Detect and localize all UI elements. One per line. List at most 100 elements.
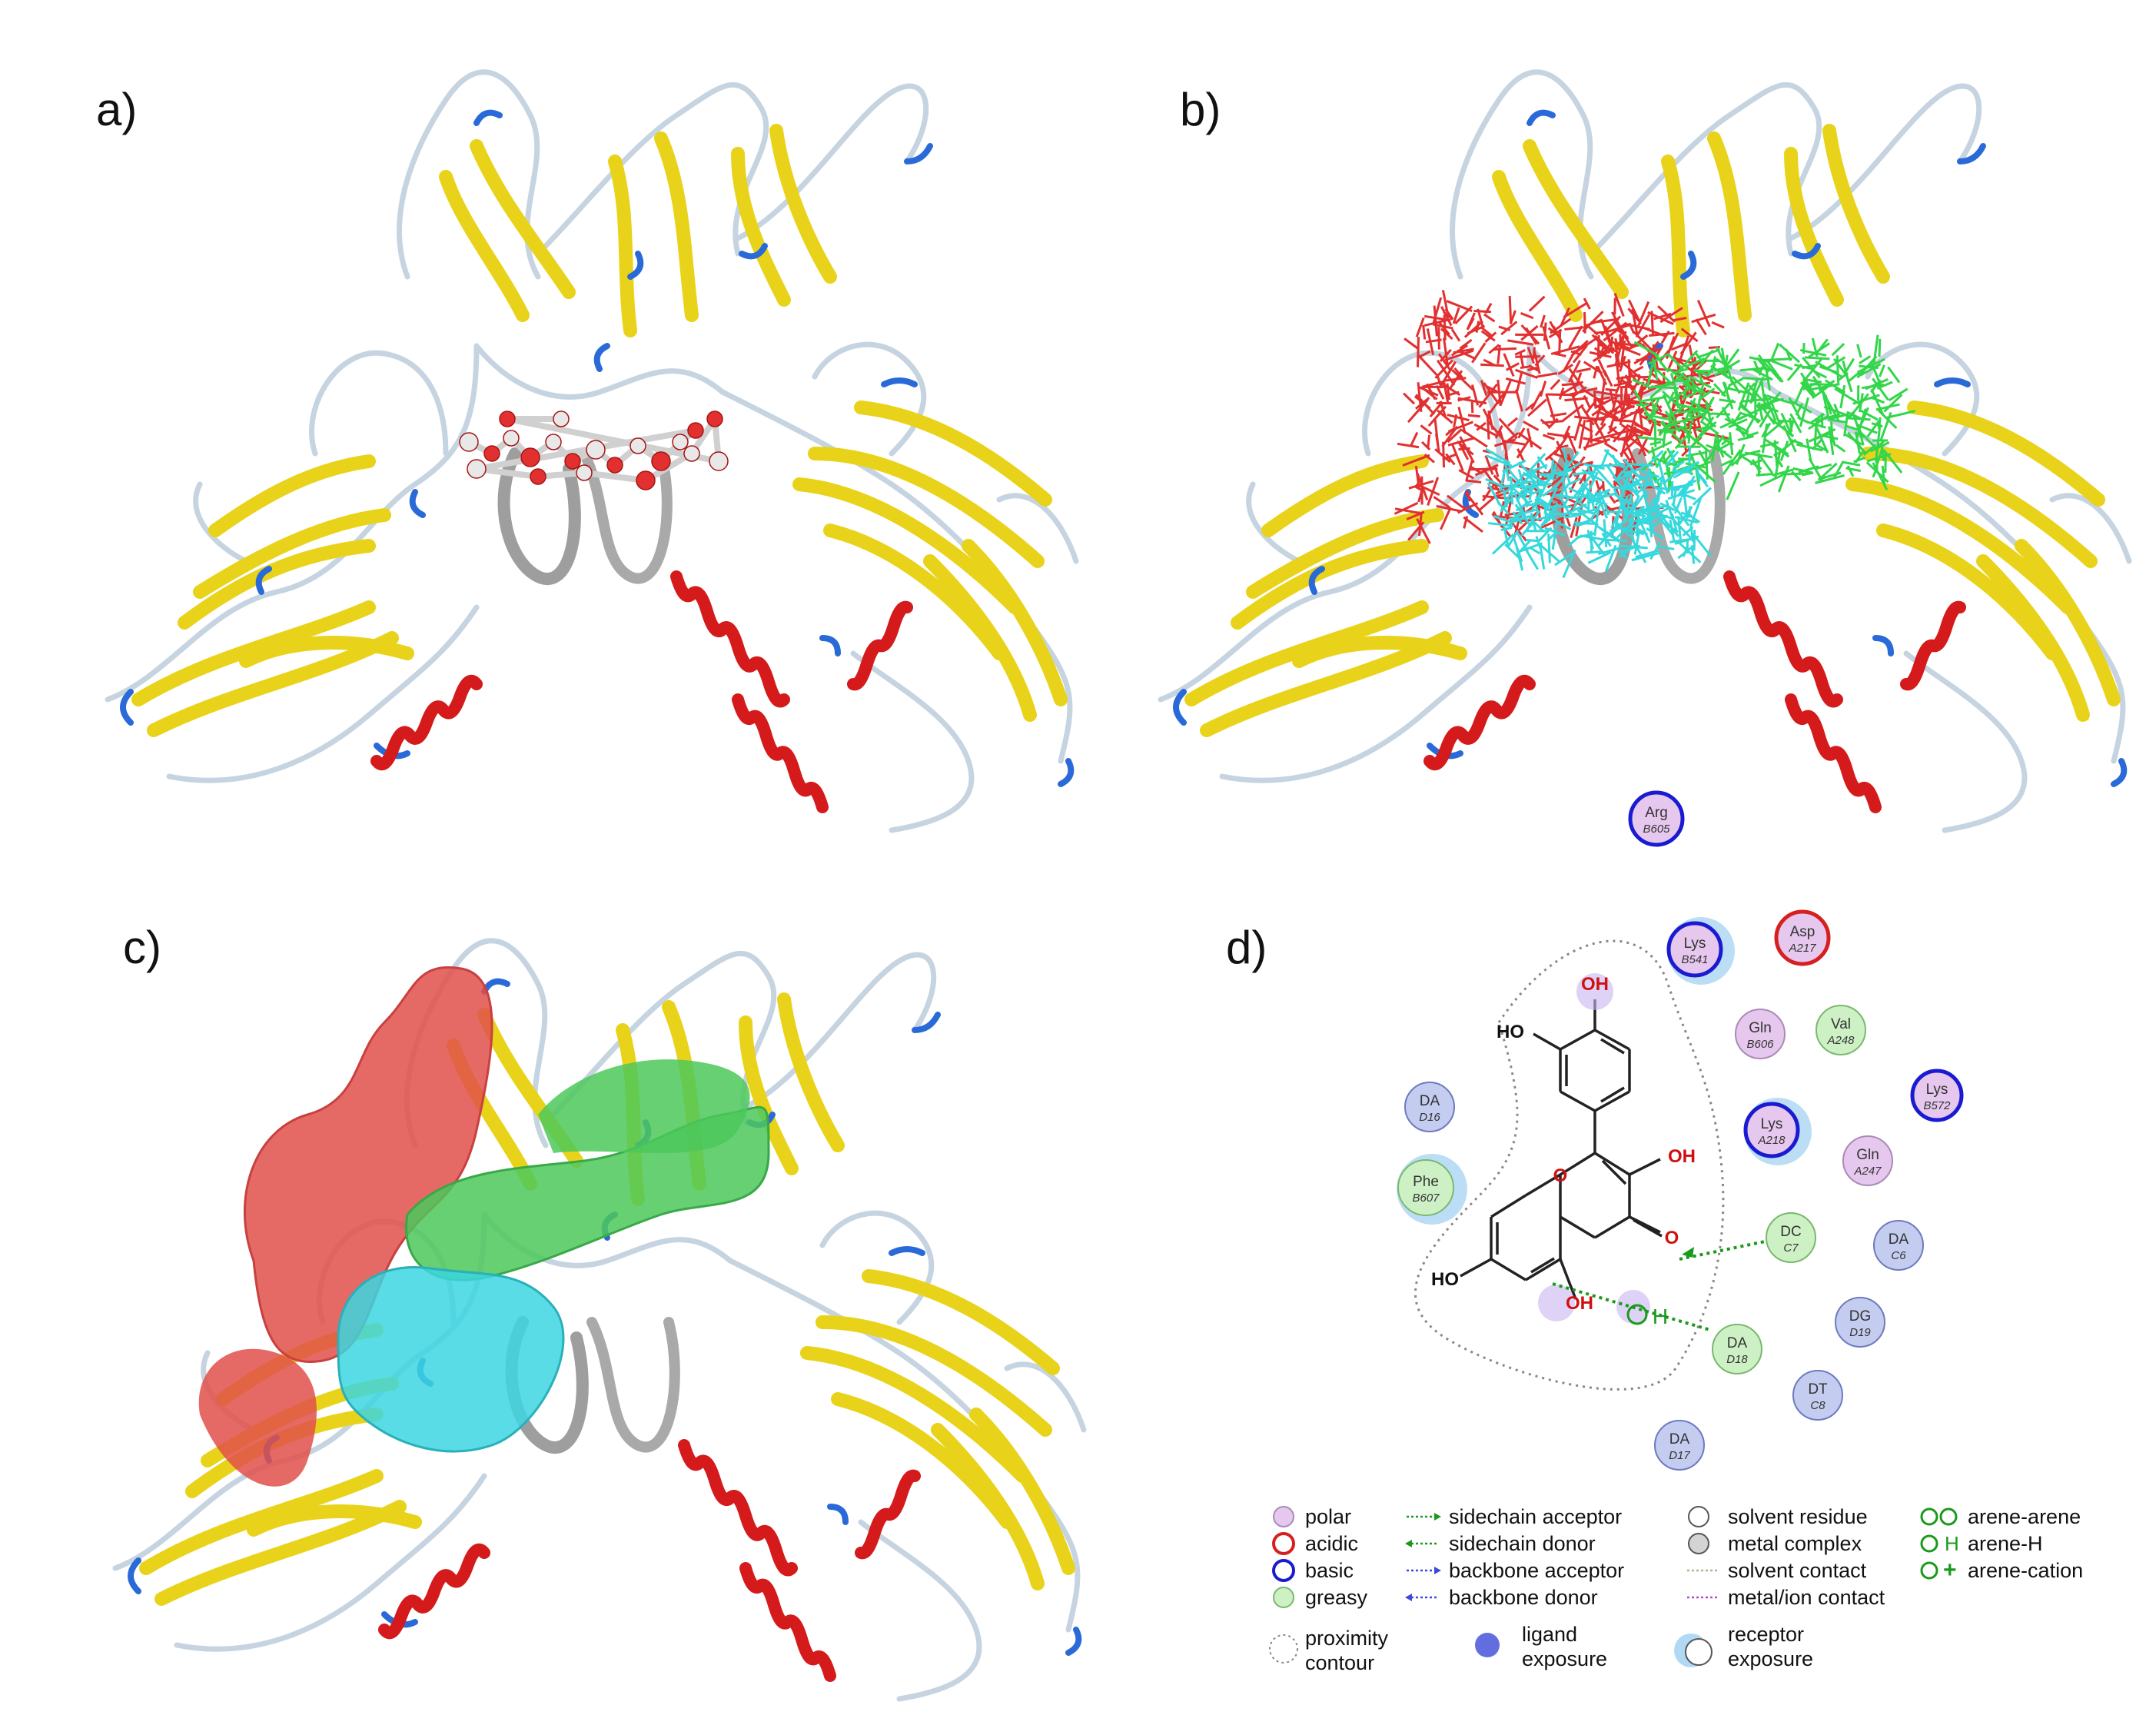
beta-strand <box>1184 600 1429 706</box>
beta-strand <box>1976 554 2090 722</box>
ligand-stick <box>1464 491 1484 516</box>
ligand-stick <box>1772 468 1794 477</box>
beta-strand <box>1292 636 1467 668</box>
ligand-stick <box>1576 500 1590 510</box>
legend: polaracidicbasicgreasyproximitycontoursi… <box>1269 1505 2083 1674</box>
ligand-stick <box>1543 510 1563 526</box>
ligand-stick <box>1658 421 1672 437</box>
ligand-stick <box>1856 424 1878 434</box>
ligand-stick <box>1719 414 1748 429</box>
protein-ribbon <box>1158 69 2132 833</box>
ligand-stick <box>1542 484 1560 497</box>
residue-disc <box>1404 1082 1455 1132</box>
ligand-stick <box>1737 382 1750 411</box>
ligand-stick <box>1676 371 1690 381</box>
turn-segment <box>1173 689 1187 726</box>
ligand-stick <box>1749 414 1762 423</box>
panel-c-binding-surfaces <box>112 938 1087 1702</box>
bond <box>1490 1194 1526 1218</box>
ligand-stick <box>1723 382 1730 401</box>
ligand-stick <box>1526 514 1546 533</box>
ligand-stick <box>1613 292 1625 317</box>
ligand-stick <box>1640 414 1662 427</box>
ligand-stick <box>1671 460 1699 477</box>
ligand-stick <box>1465 459 1474 482</box>
ligand-stick <box>1536 371 1558 378</box>
ligand-stick <box>1555 461 1582 479</box>
ligand-stick <box>1556 440 1567 464</box>
beta-strand <box>193 508 391 599</box>
ligand-atom <box>545 434 562 450</box>
ligand-stick <box>1690 410 1696 421</box>
ligand-stick <box>1737 434 1754 442</box>
beta-strand <box>854 401 1052 507</box>
ligand-stick <box>1661 454 1673 480</box>
ligand-stick <box>1450 344 1469 357</box>
ligand-stick <box>1633 389 1647 413</box>
legend-label: solvent contact <box>1728 1559 1867 1582</box>
ligand-stick <box>1605 387 1618 392</box>
residue-disc <box>1766 1212 1816 1263</box>
residue-disc <box>1712 1324 1762 1374</box>
ligand-stick <box>1539 547 1546 570</box>
ligand-stick <box>1843 413 1849 437</box>
ligand-stick <box>1667 489 1696 500</box>
ligand-stick <box>1835 444 1846 453</box>
legend-plus-glyph: + <box>1943 1557 1957 1583</box>
ligand-stick <box>1500 379 1513 406</box>
ligand-stick <box>1659 502 1676 512</box>
ligand-atom <box>687 422 704 439</box>
ligand-stick <box>1647 440 1673 454</box>
ligand-stick <box>1560 522 1572 530</box>
ligand-stick <box>1756 452 1773 474</box>
ligand-stick <box>1655 513 1675 537</box>
residue-name: Lys <box>1926 1082 1948 1098</box>
ligand-stick <box>1806 438 1812 462</box>
ligand-stick <box>1620 340 1626 364</box>
ligand-stick <box>1609 519 1628 533</box>
ligand-stick <box>1697 473 1708 484</box>
ligand-stick <box>1570 517 1578 539</box>
beta-strand <box>1707 131 1752 322</box>
ligand-stick <box>1799 381 1815 399</box>
ligand-stick <box>1454 305 1473 324</box>
ligand-stick <box>1485 447 1511 464</box>
ligand-stick <box>1457 407 1467 434</box>
legend-swatch-acidic <box>1272 1532 1295 1555</box>
ligand-stick <box>1721 407 1732 424</box>
carbonyl-oxygen-label: O <box>1665 1228 1679 1248</box>
ligand-stick <box>1676 485 1686 497</box>
ligand-stick <box>1586 550 1604 554</box>
turn-segment <box>819 635 841 656</box>
bond <box>1559 1258 1577 1300</box>
ligand-stick <box>1561 447 1568 464</box>
ligand-stick <box>1497 379 1502 407</box>
ligand-stick <box>1538 517 1564 530</box>
ligand-stick <box>1600 320 1613 346</box>
ligand-stick <box>1759 410 1771 428</box>
beta-strand <box>139 1469 384 1575</box>
ligand-stick <box>1786 363 1802 381</box>
bond <box>1594 1029 1630 1051</box>
ligand-stick <box>1647 311 1674 326</box>
coil-segment <box>543 951 777 1125</box>
beta-strand <box>739 1015 799 1175</box>
legend-label: arene-arene <box>1968 1505 2081 1528</box>
ligand-stick <box>1681 417 1697 427</box>
ligand-stick <box>1529 468 1545 487</box>
ligand-stick <box>1540 314 1546 328</box>
ligand-stick <box>1670 513 1678 530</box>
ligand-stick <box>1835 355 1840 385</box>
ligand-stick <box>1696 299 1711 327</box>
cyan-binding-surface <box>337 1266 565 1453</box>
ligand-stick <box>1501 480 1529 489</box>
beta-strand <box>1492 170 1583 322</box>
ligand-stick <box>1811 337 1819 357</box>
ligand-stick <box>1882 449 1903 474</box>
ligand-stick <box>1680 327 1699 343</box>
ligand-stick <box>1583 484 1599 502</box>
ligand-stick <box>1409 431 1419 447</box>
legend-label: exposure <box>1728 1647 1813 1670</box>
